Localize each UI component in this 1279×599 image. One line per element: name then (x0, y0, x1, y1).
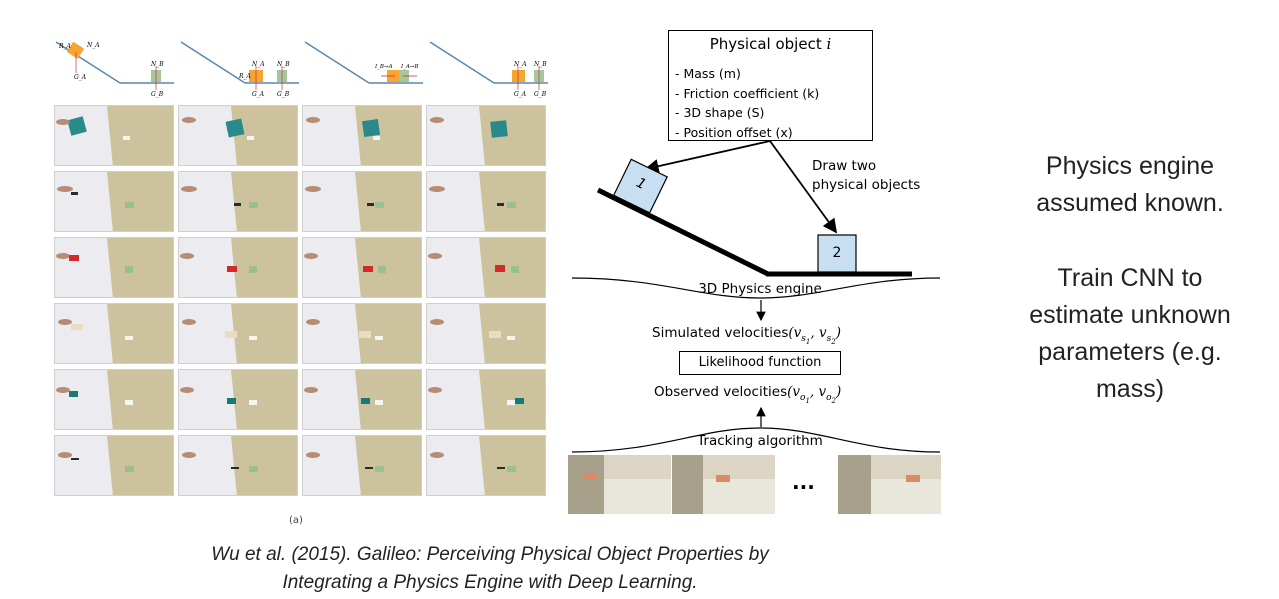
physical-object-box: Physical object i - Mass (m) - Friction … (668, 30, 873, 141)
property-item: - Mass (m) (675, 66, 741, 81)
scene-photo (302, 171, 422, 232)
svg-text:N_B: N_B (276, 61, 290, 68)
scene-photo (178, 435, 298, 496)
svg-text:N_B: N_B (533, 61, 547, 68)
svg-text:G_B: G_B (534, 91, 547, 98)
scene-photo (54, 171, 174, 232)
property-list: - Mass (m) - Friction coefficient (k) - … (675, 64, 819, 142)
scene-photo (178, 303, 298, 364)
physical-object-title: Physical object i (709, 35, 832, 53)
svg-text:G_B: G_B (151, 91, 164, 98)
frames-ellipsis: ... (792, 470, 815, 494)
ramp-diagram-4: N_A N_B G_A G_B (429, 41, 548, 98)
scene-photo (302, 435, 422, 496)
scene-photo (54, 303, 174, 364)
ramp-diagram-1: R_A N_A G_A N_B G_B (55, 41, 174, 98)
draw-two-objects-label: Draw two physical objects (812, 158, 921, 193)
svg-text:R_A: R_A (238, 73, 252, 80)
svg-text:G_A: G_A (74, 74, 87, 81)
video-frame-n (838, 455, 941, 514)
svg-text:N_A: N_A (513, 61, 527, 68)
svg-text:N_A: N_A (86, 42, 100, 49)
svg-text:I_A→B: I_A→B (400, 64, 419, 70)
scene-photo (302, 237, 422, 298)
scene-photo (54, 237, 174, 298)
scene-photo (54, 435, 174, 496)
video-frame-2 (672, 455, 775, 514)
train-cnn-note: Train CNN to estimate unknown parameters… (1029, 264, 1231, 403)
scene-photo (178, 171, 298, 232)
scene-photo (178, 369, 298, 430)
ramp-diagram-2: R_A N_A N_B G_A G_B (180, 41, 299, 98)
tracking-algorithm-label: Tracking algorithm (697, 433, 823, 449)
property-item: - Position offset (x) (675, 124, 793, 140)
scene-photo (426, 105, 546, 166)
scene-photo (426, 171, 546, 232)
arrow-to-object-1 (644, 140, 771, 174)
svg-text:R_A: R_A (58, 43, 72, 50)
ramp-diagram-3: I_B→A I_A→B (304, 41, 423, 84)
arrow-to-object-2 (769, 140, 838, 234)
ramp-diagram-row: R_A N_A G_A N_B G_B R_A N_A N_B G_A G_B (54, 38, 551, 98)
observed-velocities-label: Observed velocities(vo1, vo2) (654, 384, 842, 405)
figure-caption-fragment: (a) (289, 515, 303, 526)
pipeline-diagram (571, 140, 941, 453)
scene-photo (178, 237, 298, 298)
object-2-box (817, 234, 857, 273)
svg-text:G_A: G_A (514, 91, 527, 98)
likelihood-function-box: Likelihood function (679, 351, 841, 375)
scene-photo (54, 369, 174, 430)
property-item: - Friction coefficient (k) (675, 85, 820, 101)
scene-photo (178, 105, 298, 166)
object-1-box (612, 158, 668, 214)
scene-photo (426, 237, 546, 298)
scene-photo (302, 105, 422, 166)
scene-photo (54, 105, 174, 166)
video-frame-1 (568, 455, 671, 514)
object-2-label: 2 (832, 245, 842, 261)
citation: Wu et al. (2015). Galileo: Perceiving Ph… (211, 544, 769, 593)
scene-photo (302, 303, 422, 364)
svg-text:N_A: N_A (251, 61, 265, 68)
simulated-velocities-label: Simulated velocities(vs1, vs2) (652, 325, 841, 346)
physics-engine-label: 3D Physics engine (698, 281, 822, 297)
scene-photo (426, 435, 546, 496)
tracking-curve (571, 427, 941, 453)
scene-photo (302, 369, 422, 430)
scene-photo (426, 303, 546, 364)
svg-text:G_B: G_B (277, 91, 290, 98)
physics-engine-note: Physics engine assumed known. (1036, 152, 1224, 217)
svg-text:I_B→A: I_B→A (374, 64, 393, 70)
ramp-line (596, 187, 770, 277)
experiment-grid-figure: R_A N_A G_A N_B G_B R_A N_A N_B G_A G_B (54, 38, 551, 506)
scene-photo (426, 369, 546, 430)
svg-text:G_A: G_A (252, 91, 265, 98)
svg-text:N_B: N_B (150, 61, 164, 68)
property-item: - 3D shape (S) (675, 105, 765, 120)
engine-curve (571, 277, 941, 299)
